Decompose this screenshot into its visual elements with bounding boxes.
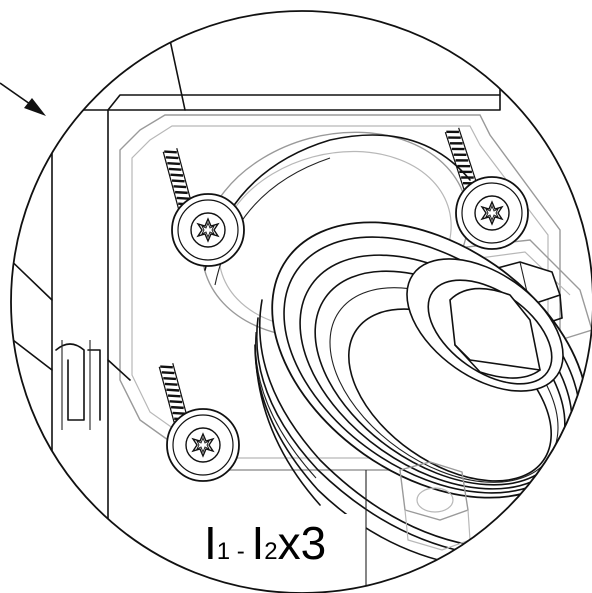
callout-separator: - <box>230 538 252 565</box>
callout-sub1: 1 <box>216 538 231 565</box>
screw-top-left <box>162 146 245 267</box>
detail-circle-outline <box>10 10 592 593</box>
screw-bottom-left <box>158 361 240 482</box>
frame-left <box>11 109 109 593</box>
housing-top <box>59 11 501 111</box>
part-callout-label: I 1 - I 2 x3 <box>204 520 326 580</box>
screw-top-right <box>444 126 529 250</box>
callout-quantity: x3 <box>277 517 327 569</box>
pulley <box>254 221 589 566</box>
lower-nut <box>399 461 471 551</box>
callout-part1: I <box>204 517 217 569</box>
callout-sub2: 2 <box>264 538 278 565</box>
callout-part2: I <box>251 517 265 569</box>
pointer-arrow <box>0 82 46 116</box>
callout-background <box>196 514 366 584</box>
